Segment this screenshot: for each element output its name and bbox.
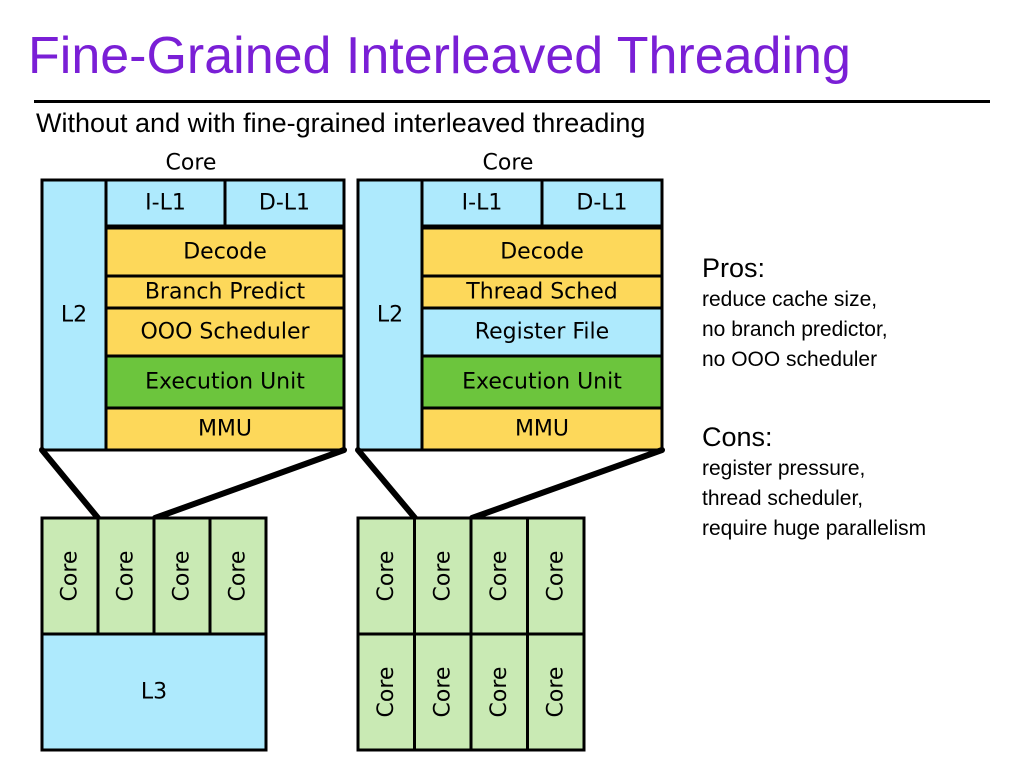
core-tile-label: Core	[226, 551, 251, 602]
title-rule	[34, 100, 990, 103]
pipeline-stage	[104, 306, 346, 358]
cons-item: register pressure,	[702, 457, 866, 480]
pros-list: reduce cache size, no branch predictor, …	[702, 285, 1017, 375]
l1-cache-label: I-L1	[145, 191, 186, 216]
pros-item: no OOO scheduler	[702, 348, 878, 371]
pipeline-stage-label: Thread Sched	[465, 280, 617, 305]
l2-label: L2	[61, 303, 87, 328]
pipeline-stage-label: MMU	[515, 417, 569, 442]
l1-cache-label: D-L1	[576, 191, 627, 216]
core-tile-label: Core	[374, 667, 399, 718]
zoom-connector	[469, 447, 665, 521]
pipeline-stage-label: Register File	[475, 320, 609, 345]
l2-cache-block	[356, 178, 424, 452]
core-tile-label: Core	[170, 551, 195, 602]
pipeline-stage-label: Decode	[183, 240, 267, 265]
l1-cache-block	[420, 178, 544, 228]
pros-item: no branch predictor,	[702, 318, 888, 341]
cons-heading: Cons:	[702, 422, 773, 452]
pros-heading: Pros:	[702, 253, 766, 283]
l2-label: L2	[377, 303, 403, 328]
core-tile-label: Core	[543, 667, 568, 718]
pipeline-stage-label: Execution Unit	[145, 370, 305, 395]
cons-list: register pressure, thread scheduler, req…	[702, 454, 1017, 544]
zoom-connector	[39, 447, 101, 521]
pipeline-stage-label: Decode	[500, 240, 584, 265]
core-tile-label: Core	[58, 551, 83, 602]
l1-cache-block	[540, 178, 664, 228]
cons-section: Cons: register pressure, thread schedule…	[702, 421, 1017, 544]
pros-section: Pros: reduce cache size, no branch predi…	[702, 252, 1017, 375]
pipeline-stage	[104, 274, 346, 310]
core-tile	[526, 516, 586, 636]
pipeline-stage-label: Branch Predict	[145, 280, 306, 305]
pipeline-stage-label: MMU	[198, 417, 252, 442]
core-label: Core	[166, 151, 217, 176]
core-tile-label: Core	[487, 551, 512, 602]
slide-title: Fine-Grained Interleaved Threading	[28, 27, 851, 85]
l1-cache-label: I-L1	[462, 191, 503, 216]
slide-subtitle: Without and with fine-grained interleave…	[36, 108, 646, 138]
core-tile-label: Core	[374, 551, 399, 602]
pipeline-stage	[104, 406, 346, 452]
pipeline-stage	[420, 406, 664, 452]
pipeline-stage	[420, 354, 664, 410]
core-tile-label: Core	[114, 551, 139, 602]
core-tile-label: Core	[487, 667, 512, 718]
core-tile	[356, 516, 416, 636]
core-tile-label: Core	[543, 551, 568, 602]
zoom-connector	[355, 447, 418, 521]
pros-item: reduce cache size,	[702, 288, 878, 311]
core-tile	[413, 516, 473, 636]
zoom-connector	[152, 447, 347, 521]
cons-item: thread scheduler,	[702, 487, 864, 510]
cons-item: require huge parallelism	[702, 517, 927, 540]
core-tile-label: Core	[430, 667, 455, 718]
l1-cache-block	[223, 178, 346, 228]
pipeline-stage	[104, 226, 346, 278]
l3-label: L3	[141, 680, 167, 705]
core-tile-label: Core	[430, 551, 455, 602]
pipeline-stage	[420, 226, 664, 278]
core-label: Core	[483, 151, 534, 176]
l3-cache-block	[40, 632, 268, 752]
pipeline-stage-label: OOO Scheduler	[140, 320, 310, 345]
l1-cache-block	[104, 178, 227, 228]
pipeline-stage-label: Execution Unit	[462, 370, 622, 395]
l1-cache-label: D-L1	[259, 191, 310, 216]
core-tile	[526, 632, 586, 752]
pipeline-stage	[420, 306, 664, 358]
core-tile	[356, 632, 416, 752]
